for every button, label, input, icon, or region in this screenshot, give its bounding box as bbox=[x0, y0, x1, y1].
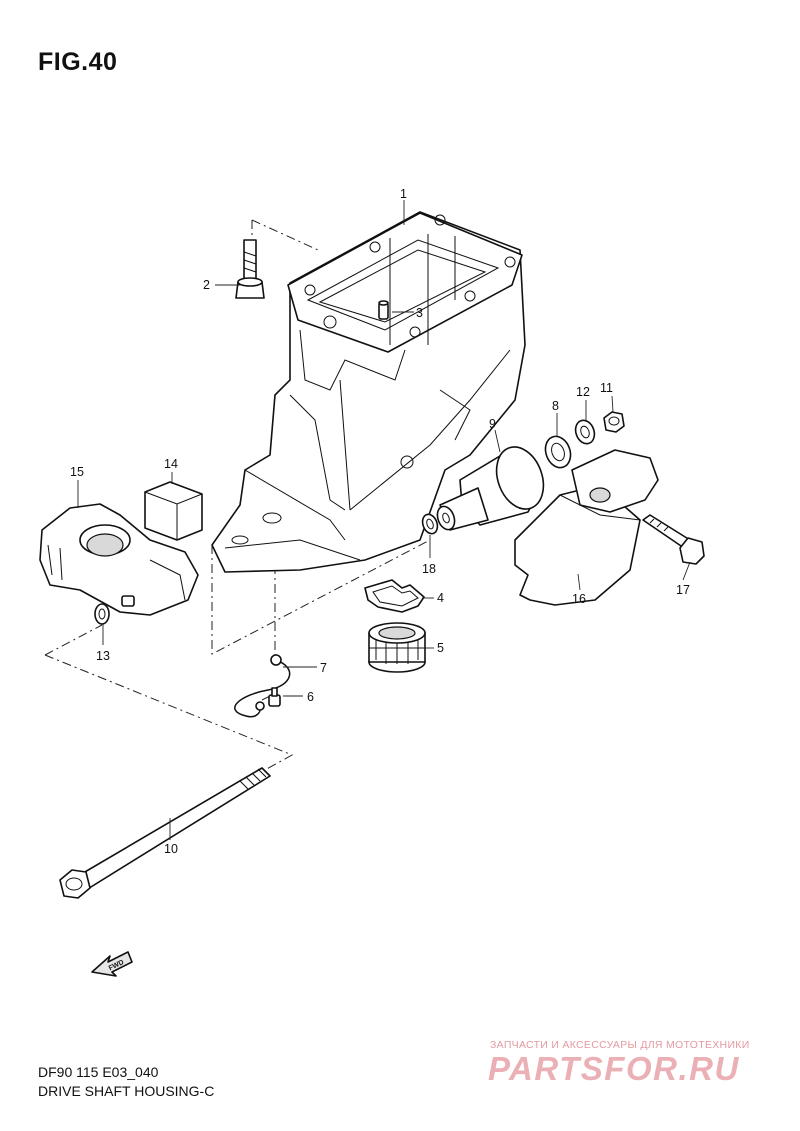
callout-1: 1 bbox=[400, 187, 407, 201]
callout-3: 3 bbox=[416, 306, 423, 320]
watermark-logo-text: PARTSFOR.RU bbox=[488, 1050, 740, 1087]
callout-4: 4 bbox=[437, 591, 444, 605]
callout-8: 8 bbox=[552, 399, 559, 413]
mount-bracket-part-15[interactable] bbox=[39, 503, 199, 616]
bolt-part-17[interactable] bbox=[642, 514, 705, 565]
washer-part-12[interactable] bbox=[572, 418, 597, 447]
callout-15: 15 bbox=[70, 465, 84, 479]
ground-lead-part-7[interactable] bbox=[234, 654, 291, 718]
screw-part-6[interactable] bbox=[268, 687, 281, 707]
callout-18: 18 bbox=[422, 562, 436, 576]
callout-12: 12 bbox=[576, 385, 590, 399]
washer-part-18[interactable] bbox=[420, 512, 440, 536]
figure-title: FIG.40 bbox=[38, 48, 118, 76]
fwd-direction-arrow: FWD bbox=[91, 951, 133, 977]
mount-rubber-part-9[interactable] bbox=[434, 440, 551, 532]
callout-14: 14 bbox=[164, 457, 178, 471]
leader-lines bbox=[77, 200, 691, 840]
bolt-part-2[interactable] bbox=[235, 239, 265, 299]
gasket-part-4[interactable] bbox=[364, 579, 425, 613]
watermark-logo: PARTSFOR.RU bbox=[488, 1050, 740, 1087]
callout-7: 7 bbox=[320, 661, 327, 675]
callout-16: 16 bbox=[572, 592, 586, 606]
callout-9: 9 bbox=[489, 417, 496, 431]
mount-cover-part-16[interactable] bbox=[514, 449, 659, 606]
callout-10: 10 bbox=[164, 842, 178, 856]
drive-shaft-housing[interactable] bbox=[211, 211, 526, 573]
nut-part-11[interactable] bbox=[603, 411, 625, 433]
washer-part-13[interactable] bbox=[94, 603, 110, 625]
figure-code: DF90 115 E03_040 bbox=[38, 1064, 159, 1080]
dowel-pin-part-3[interactable] bbox=[378, 300, 389, 320]
callout-labels: 1 2 3 4 5 6 7 8 9 10 11 12 13 14 15 16 1… bbox=[70, 187, 690, 856]
watermark-caption: ЗАПЧАСТИ И АКСЕССУАРЫ ДЛЯ МОТОТЕХНИКИ bbox=[490, 1039, 750, 1051]
figure-name: DRIVE SHAFT HOUSING-C bbox=[38, 1083, 215, 1099]
roller-bearing-part-5[interactable] bbox=[368, 622, 426, 673]
callout-5: 5 bbox=[437, 641, 444, 655]
mount-pad-part-14[interactable] bbox=[144, 481, 203, 541]
washer-part-8[interactable] bbox=[541, 433, 574, 471]
callout-2: 2 bbox=[203, 278, 210, 292]
callout-11: 11 bbox=[600, 381, 613, 395]
callout-6: 6 bbox=[307, 690, 314, 704]
callout-17: 17 bbox=[676, 583, 690, 597]
callout-13: 13 bbox=[96, 649, 110, 663]
assembly-reference-lines bbox=[44, 219, 431, 771]
long-bolt-part-10[interactable] bbox=[59, 767, 271, 899]
